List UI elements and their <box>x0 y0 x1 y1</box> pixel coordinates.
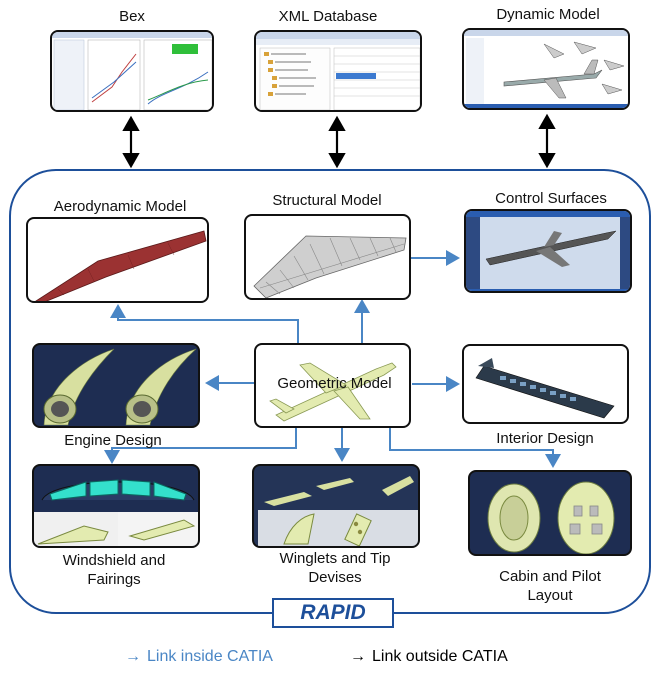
winglets-label-line1: Winglets and Tip <box>279 550 391 567</box>
engine-design-image <box>32 343 200 428</box>
geo-to-windshield-link <box>104 428 297 464</box>
airplane-icon <box>269 362 397 422</box>
structural-model-image <box>244 214 411 300</box>
control-surfaces-image <box>464 209 632 293</box>
cabin-label-line2: Layout <box>527 587 573 604</box>
geo-to-aero-link <box>110 304 299 346</box>
aerodynamic-model-image <box>26 217 209 303</box>
interior-design-image <box>462 344 629 424</box>
xml-database-screenshot <box>254 30 422 112</box>
windshield-image <box>32 464 200 548</box>
legend-inside-catia: → Link inside CATIA <box>125 648 273 666</box>
xml-database-label: XML Database <box>278 8 378 25</box>
geometric-model-box: Geometric Model <box>254 343 411 428</box>
blue-arrow-icon: → <box>125 648 141 665</box>
windshield-label-line2: Fairings <box>87 571 141 588</box>
interior-design-label: Interior Design <box>496 430 594 447</box>
black-arrow-icon: → <box>350 648 366 665</box>
rapid-label: RAPID <box>272 598 394 628</box>
winglets-label-line2: Devises <box>308 569 362 586</box>
geometric-model-label: Geometric Model <box>277 375 392 392</box>
legend-inside-text: Link inside CATIA <box>147 648 273 665</box>
bex-label: Bex <box>119 8 145 25</box>
aerodynamic-model-label: Aerodynamic Model <box>53 198 187 215</box>
cabin-layout-image <box>468 470 632 556</box>
geo-to-cabin-link <box>389 428 561 468</box>
legend-outside-text: Link outside CATIA <box>372 648 508 665</box>
legend-outside-catia: → Link outside CATIA <box>350 648 508 666</box>
engine-design-label: Engine Design <box>64 432 162 449</box>
control-surfaces-label: Control Surfaces <box>495 190 607 207</box>
winglets-image <box>252 464 420 548</box>
dynamic-model-label: Dynamic Model <box>496 6 600 23</box>
structural-model-label: Structural Model <box>272 192 382 209</box>
dynamic-model-screenshot <box>462 28 630 110</box>
windshield-label-line1: Windshield and <box>62 552 166 569</box>
bex-screenshot <box>50 30 214 112</box>
cabin-label-line1: Cabin and Pilot <box>499 568 601 585</box>
